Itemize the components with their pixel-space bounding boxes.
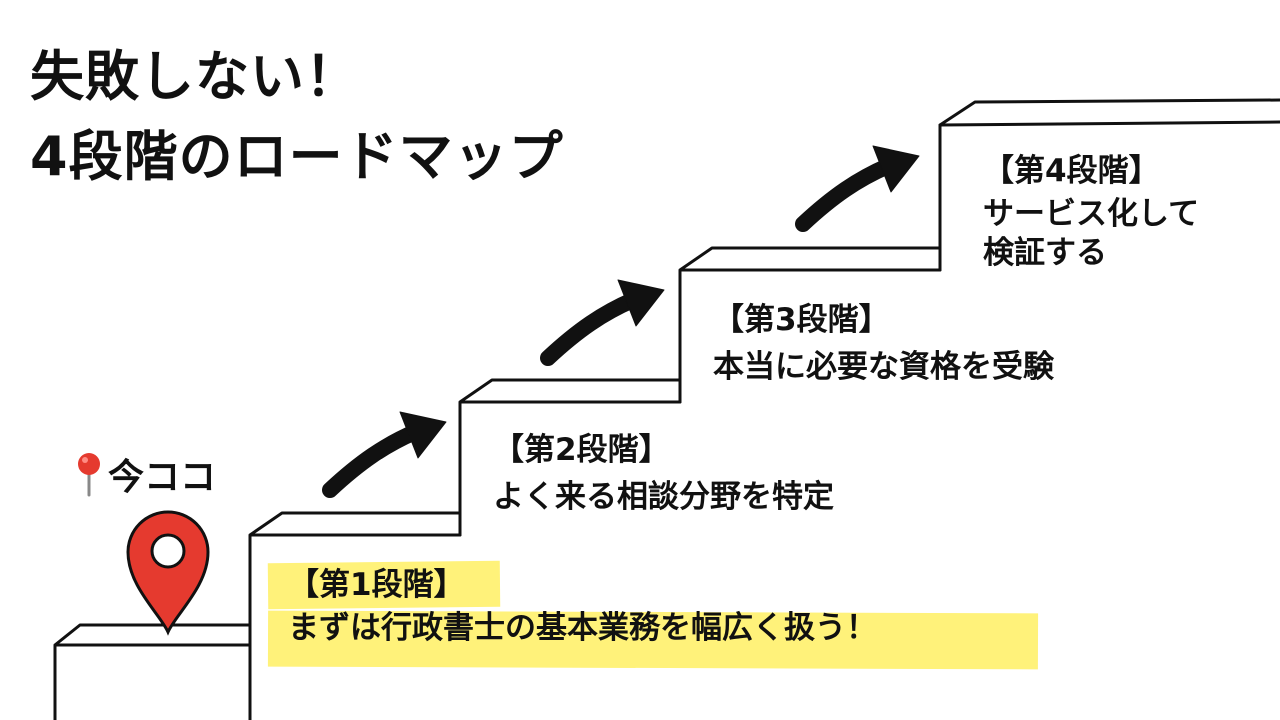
map-pin-icon — [78, 453, 100, 497]
location-marker-icon — [126, 510, 210, 636]
stage-4-text: 【第4段階】 サービス化して 検証する — [983, 152, 1199, 272]
stage-1-heading: 【第1段階】 — [288, 567, 465, 603]
step-3-outline — [458, 378, 682, 537]
step-2-outline — [248, 511, 462, 720]
arrow-2-icon — [540, 279, 665, 366]
arrow-1-icon — [322, 411, 447, 498]
stage-3-heading: 【第3段階】 — [713, 302, 890, 338]
stage-2-heading: 【第2段階】 — [493, 432, 670, 468]
stage-2-description: よく来る相談分野を特定 — [493, 479, 834, 516]
stage-4-description-line-1: サービス化して — [983, 195, 1200, 232]
current-position-label: 今ココ — [74, 448, 216, 500]
arrow-3-icon — [795, 145, 920, 232]
stage-2-text: 【第2段階】 よく来る相談分野を特定 — [493, 432, 834, 516]
step-5-outline — [938, 98, 1280, 272]
stage-3-text: 【第3段階】 本当に必要な資格を受験 — [713, 302, 1054, 386]
stage-1-text: 【第1段階】 まずは行政書士の基本業務を幅広く扱う！ — [288, 567, 877, 647]
page-title-line-1: 失敗しない！ — [30, 45, 360, 108]
stage-3-description: 本当に必要な資格を受験 — [713, 349, 1054, 386]
page-title-line-2: 4段階のロードマップ — [30, 125, 564, 188]
step-4-outline — [678, 246, 942, 404]
step-1-outline — [53, 623, 252, 720]
stage-1-description: まずは行政書士の基本業務を幅広く扱う！ — [288, 610, 877, 647]
stage-4-description-line-2: 検証する — [983, 234, 1107, 271]
stage-4-heading: 【第4段階】 — [983, 153, 1160, 189]
current-position-text: 今ココ — [108, 457, 217, 498]
